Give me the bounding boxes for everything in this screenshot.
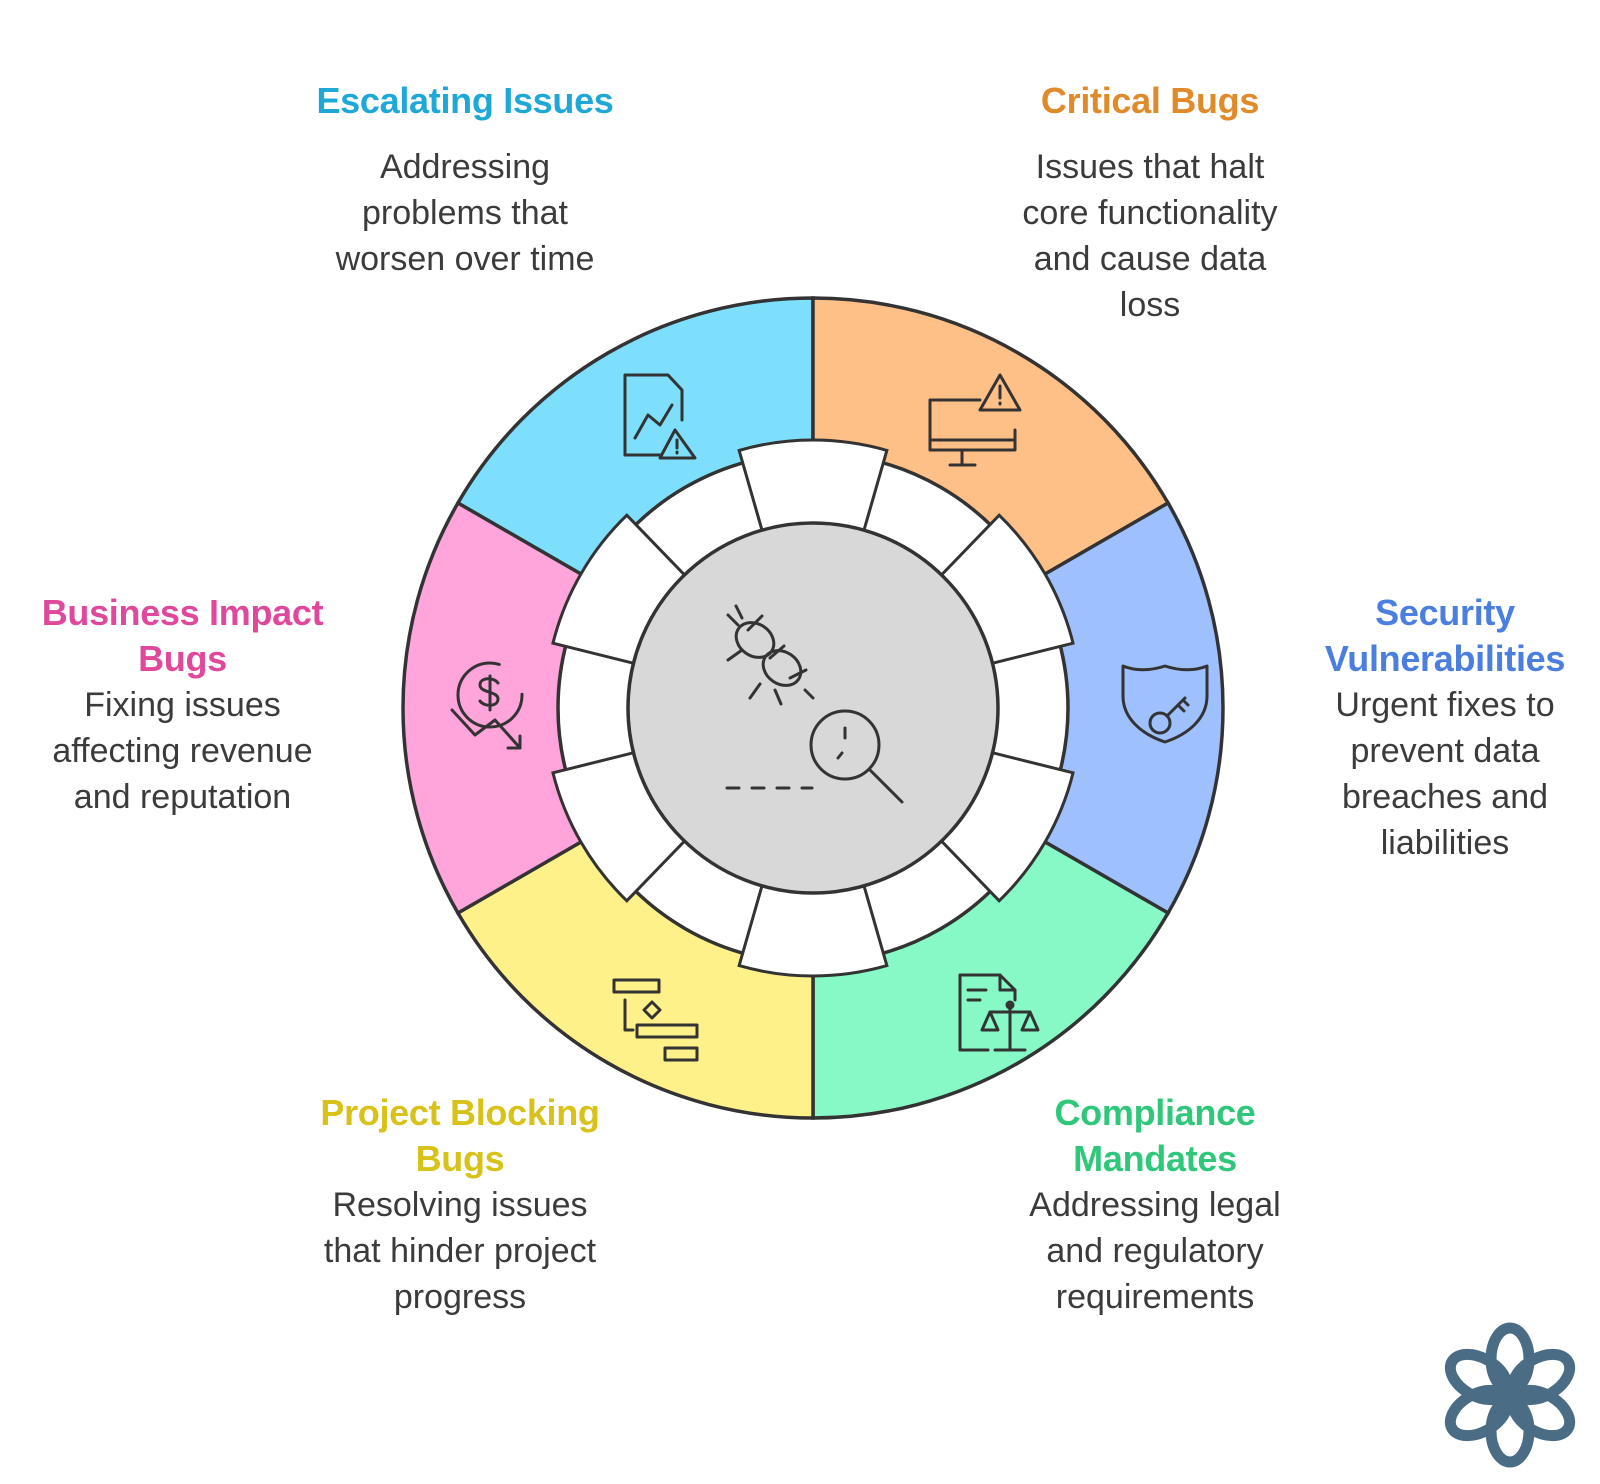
bug-magnifier-icon — [725, 604, 904, 804]
segment-icons — [450, 373, 1209, 1062]
chart-warning-icon — [623, 373, 697, 460]
critical-bugs-title: Critical Bugs — [1040, 80, 1260, 121]
gantt-chart-icon — [612, 978, 699, 1062]
business-sector — [401, 500, 595, 916]
compliance-sector — [811, 833, 1171, 1120]
monitor-warning-icon — [928, 373, 1022, 467]
flower-logo-icon — [1444, 1322, 1576, 1468]
logo-petal — [1507, 1384, 1576, 1442]
escalating-issues-title: Escalating Issues — [316, 80, 614, 121]
project-sector — [455, 833, 815, 1120]
dollar-down-icon — [450, 661, 524, 750]
document-scales-icon — [958, 973, 1040, 1052]
inner-ring-gaps — [551, 438, 1075, 978]
shield-key-icon — [1121, 664, 1209, 744]
security-sector — [1031, 500, 1225, 916]
center-hub — [626, 521, 1000, 895]
logo-petal — [1444, 1348, 1513, 1406]
